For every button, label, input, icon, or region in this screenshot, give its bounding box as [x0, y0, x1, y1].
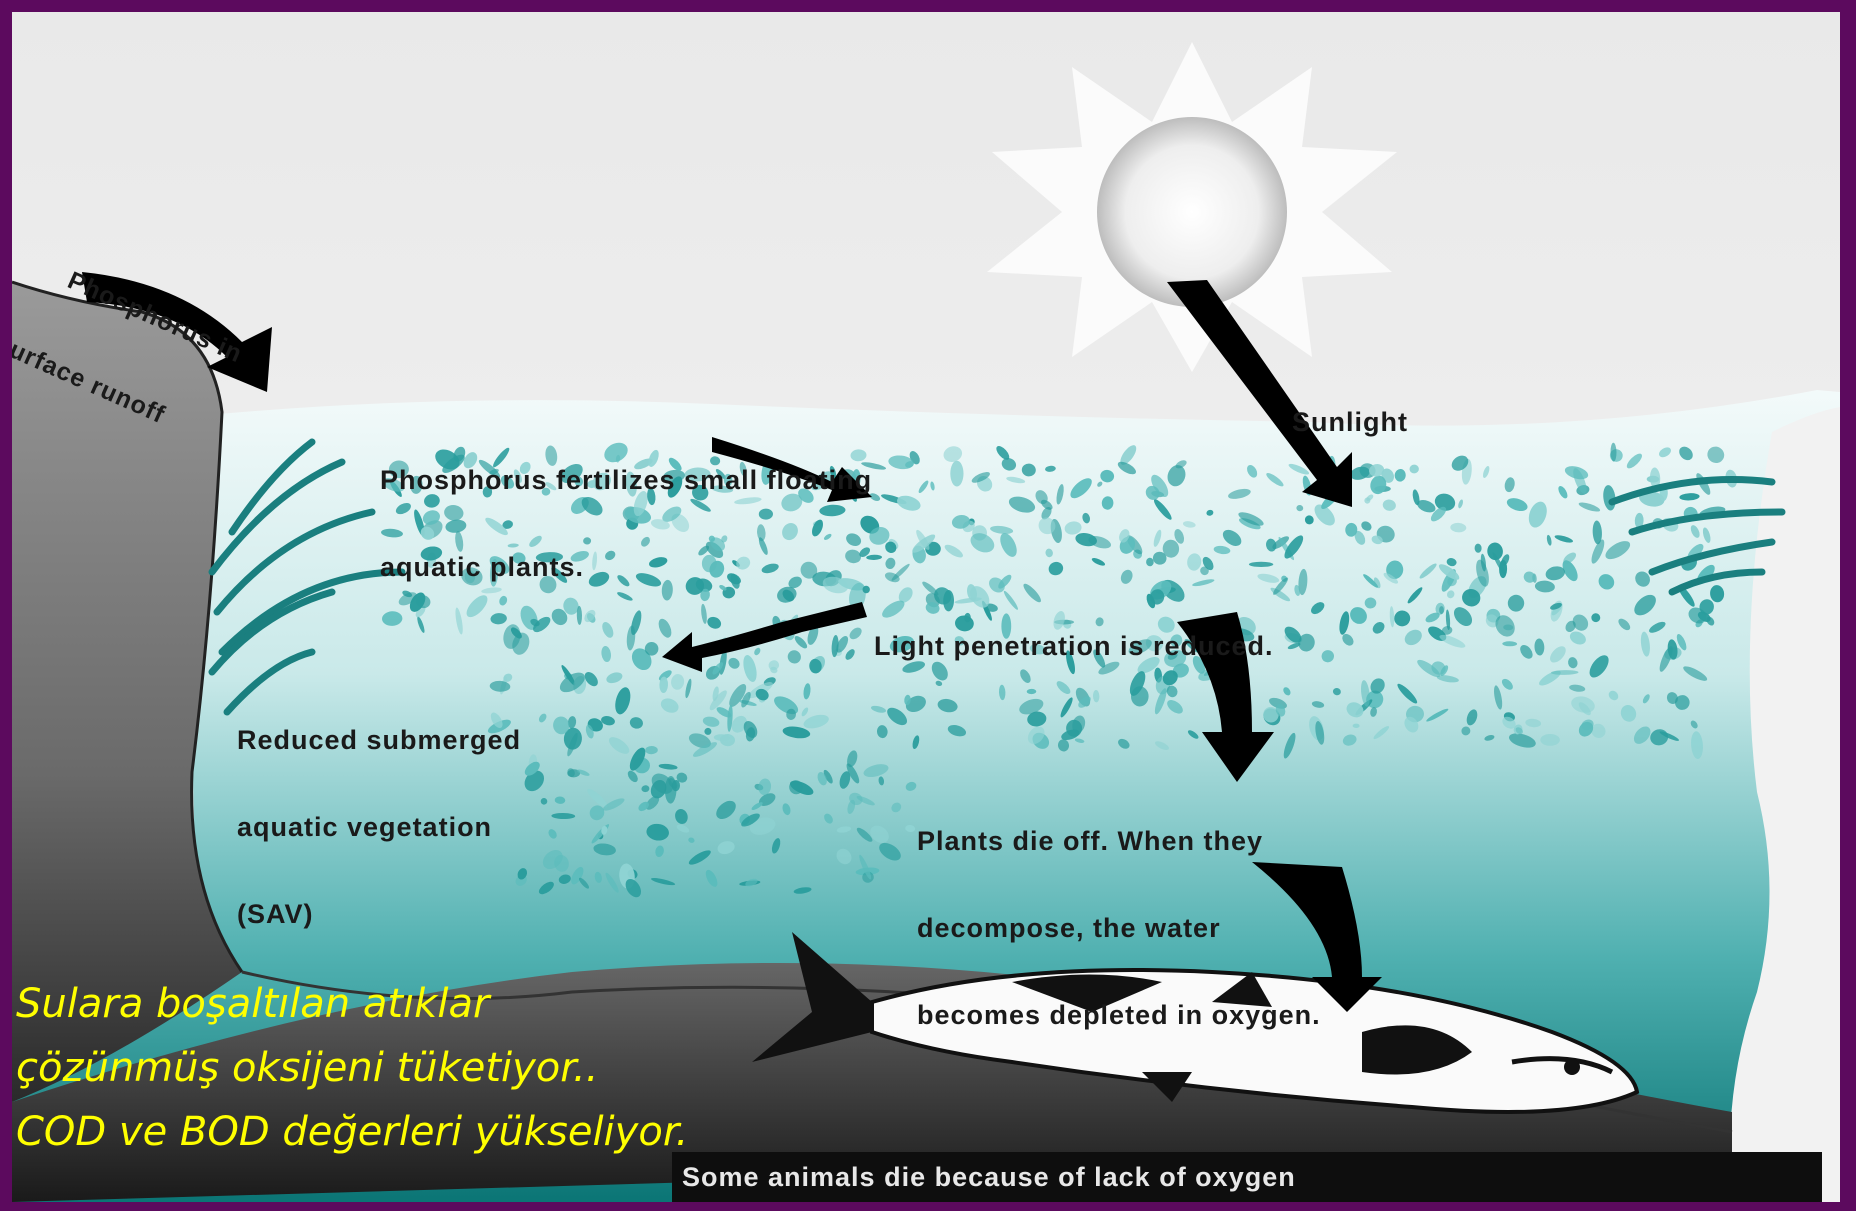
label-plants-die-line2: decompose, the water: [917, 914, 1321, 943]
label-light-penetration: Light penetration is reduced.: [874, 574, 1274, 719]
label-sunlight-text: Sunlight: [1292, 408, 1408, 437]
caption-line3: COD ve BOD değerleri yükseliyor.: [16, 1100, 688, 1164]
label-sav-line3: (SAV): [237, 900, 521, 929]
label-sunlight: Sunlight: [1292, 350, 1408, 495]
algae-particle: [1540, 734, 1560, 746]
label-plants-die-line1: Plants die off. When they: [917, 827, 1321, 856]
diagram-frame: Phosphorus in surface runoff Phosphorus …: [12, 12, 1840, 1202]
algae-particle: [950, 461, 963, 487]
algae-particle: [1439, 606, 1444, 614]
turkish-caption: Sulara boşaltılan atıklar çözünmüş oksij…: [16, 972, 688, 1164]
label-sav-line2: aquatic vegetation: [237, 813, 521, 842]
label-plants-die: Plants die off. When they decompose, the…: [917, 769, 1321, 1088]
label-light-penetration-text: Light penetration is reduced.: [874, 632, 1274, 661]
label-sav-line1: Reduced submerged: [237, 726, 521, 755]
label-fertilizes-line2: aquatic plants.: [380, 553, 872, 582]
label-fertilizes: Phosphorus fertilizes small floating aqu…: [380, 408, 872, 640]
label-sav: Reduced submerged aquatic vegetation (SA…: [237, 668, 521, 987]
algae-particle: [1249, 562, 1273, 567]
label-animals-die: Some animals die because of lack of oxyg…: [682, 1162, 1296, 1193]
caption-line2: çözünmüş oksijeni tüketiyor..: [16, 1036, 688, 1100]
label-runoff-line2: surface runoff: [12, 329, 211, 448]
caption-line1: Sulara boşaltılan atıklar: [16, 972, 688, 1036]
label-fertilizes-line1: Phosphorus fertilizes small floating: [380, 466, 872, 495]
label-runoff-line1: Phosphorus in: [27, 250, 247, 369]
label-plants-die-line3: becomes depleted in oxygen.: [917, 1001, 1321, 1030]
